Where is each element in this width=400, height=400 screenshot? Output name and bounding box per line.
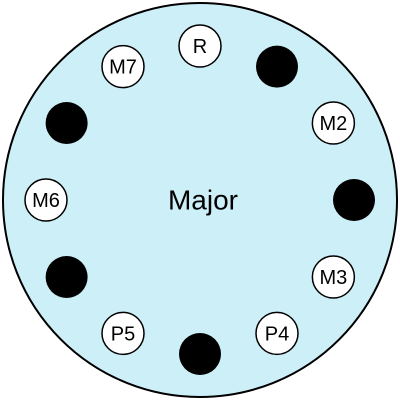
interval-label: P5 <box>111 323 135 345</box>
interval-marker-p4 <box>255 311 299 356</box>
interval-label: M6 <box>32 190 60 212</box>
non-scale-dot <box>256 45 298 88</box>
non-scale-dot <box>333 179 375 221</box>
interval-label: M3 <box>319 267 347 289</box>
interval-marker-p5 <box>101 311 145 356</box>
non-scale-dot <box>45 102 88 144</box>
interval-marker-m2 <box>311 101 356 145</box>
interval-marker-m7 <box>101 44 145 89</box>
interval-marker-r <box>178 24 222 68</box>
interval-label: R <box>193 36 207 58</box>
scale-name: Major <box>168 185 238 216</box>
interval-marker-m3 <box>311 255 356 299</box>
non-scale-dot <box>179 333 221 375</box>
interval-label: M2 <box>319 113 347 135</box>
interval-label: M7 <box>109 57 137 79</box>
interval-marker-m6 <box>24 178 68 222</box>
non-scale-dot <box>45 256 88 298</box>
interval-label: P4 <box>265 323 289 345</box>
